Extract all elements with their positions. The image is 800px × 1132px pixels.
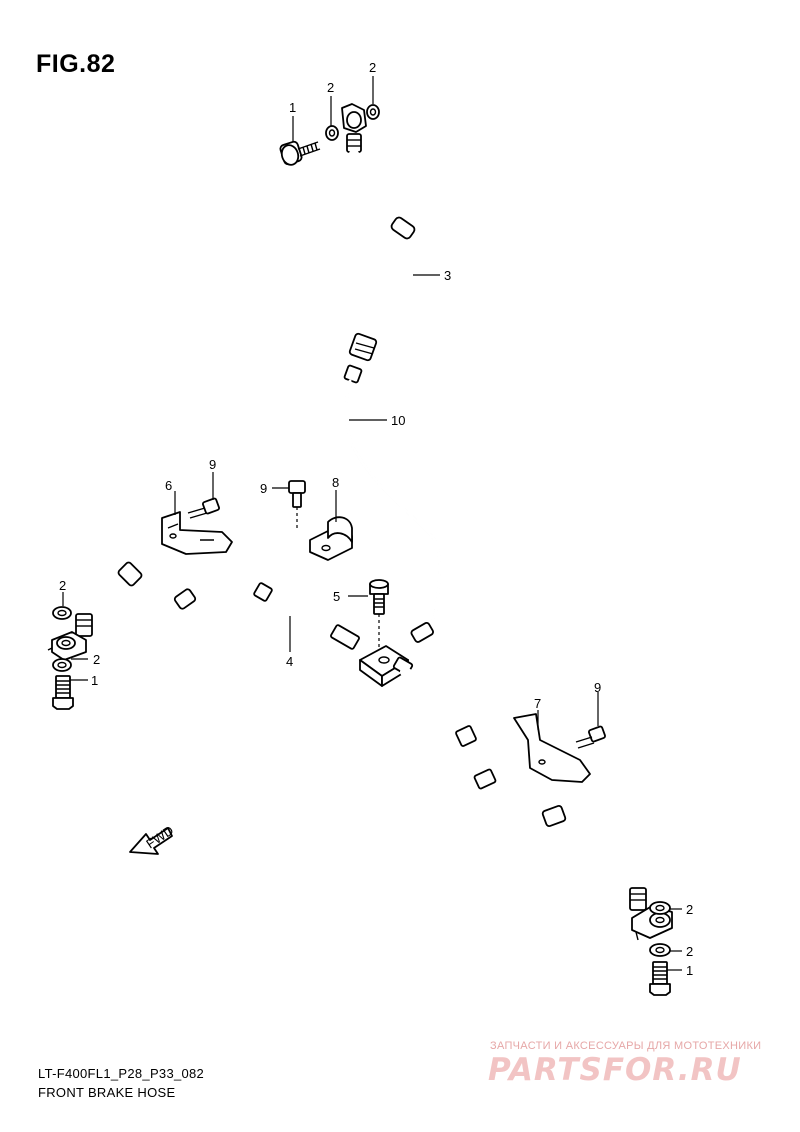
left-washer-a [52, 606, 72, 620]
joint-bolt [369, 579, 389, 650]
callout-left-washer-b: 2 [93, 652, 100, 667]
watermark-logo: PARTSFOR.RU [488, 1052, 742, 1088]
left-bracket [161, 511, 233, 555]
left-washer-b [52, 658, 72, 672]
callout-clamp-bolt: 9 [260, 481, 267, 496]
figure-title: FIG.82 [36, 50, 116, 78]
callout-bracket-left-bolt: 9 [209, 457, 216, 472]
callout-main-hose: 4 [286, 654, 293, 669]
callout-bracket-left: 6 [165, 478, 172, 493]
metal-brake-pipe [343, 364, 442, 643]
callout-top-bolt: 1 [289, 100, 296, 115]
callout-top-washer-a: 2 [327, 80, 334, 95]
right-brake-hose [400, 667, 647, 911]
callout-left-bolt: 1 [91, 673, 98, 688]
callout-right-bolt: 1 [686, 963, 693, 978]
callout-joint-bolt: 5 [333, 589, 340, 604]
right-washer-a [649, 901, 671, 915]
clamp-bolt [288, 480, 306, 530]
upper-brake-hose [348, 149, 416, 362]
figure-caption: FRONT BRAKE HOSE [38, 1085, 176, 1100]
callout-right-washer-a: 2 [686, 902, 693, 917]
watermark-tagline: ЗАПЧАСТИ И АКСЕССУАРЫ ДЛЯ МОТОТЕХНИКИ [490, 1040, 762, 1052]
top-washer-a [325, 125, 339, 141]
right-washer-b [649, 943, 671, 957]
callout-bracket-right-bolt: 9 [594, 680, 601, 695]
callout-upper-hose: 3 [444, 268, 451, 283]
hose-clamp [309, 516, 353, 561]
right-bracket-bolt [575, 725, 606, 749]
callout-left-washer-a: 2 [59, 578, 66, 593]
callout-clamp: 8 [332, 475, 339, 490]
figure-footer: LT-F400FL1_P28_P33_082 FRONT BRAKE HOSE [38, 1064, 204, 1102]
fwd-label: FWD [143, 822, 176, 851]
leader-lines [62, 76, 682, 971]
top-washer-b [366, 104, 380, 120]
top-banjo-fitting [341, 103, 367, 153]
left-union-bolt [52, 675, 74, 710]
figure-code: LT-F400FL1_P28_P33_082 [38, 1066, 205, 1081]
right-union-bolt [649, 961, 671, 996]
callout-bracket-right: 7 [534, 696, 541, 711]
left-bracket-bolt [187, 497, 220, 519]
three-way-joint [359, 645, 414, 687]
callout-right-washer-b: 2 [686, 944, 693, 959]
left-banjo-fitting [47, 631, 87, 661]
forward-direction-arrow: FWD [129, 822, 176, 855]
main-brake-hose [75, 542, 360, 650]
top-union-bolt [279, 140, 321, 166]
callout-top-washer-b: 2 [369, 60, 376, 75]
callout-pipe: 10 [391, 413, 405, 428]
